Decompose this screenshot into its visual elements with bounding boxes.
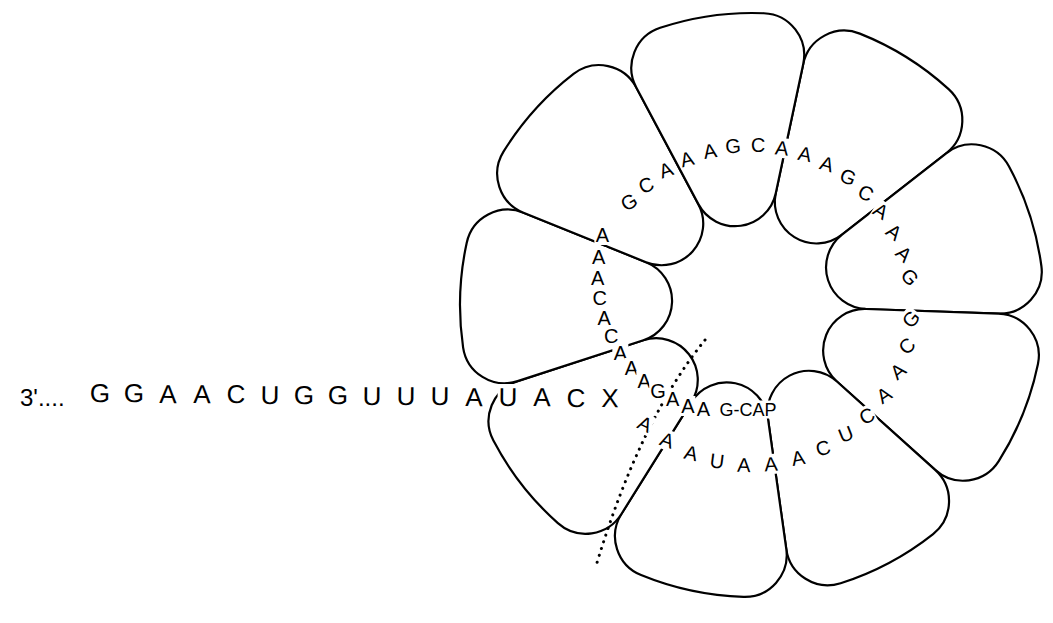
sequence-label: GCAAAGCAAAGCAAAG: [609, 125, 929, 297]
nucleotide-letter: C: [591, 288, 607, 308]
nucleotide-letter: C: [894, 333, 920, 359]
nucleotide-letter: A: [158, 381, 178, 407]
nucleotide-letter: U: [395, 383, 416, 409]
nucleotide-letter: G: [898, 306, 925, 332]
protein-subunit: [615, 382, 787, 597]
nucleotide-letter: C: [855, 404, 879, 429]
nucleotide-letter: A: [681, 441, 701, 464]
nucleotide-letter: A: [665, 389, 680, 409]
nucleotide-letter: C: [565, 385, 586, 411]
nucleotide-letter: A: [192, 381, 212, 407]
nucleotide-letter: A: [656, 428, 677, 452]
nucleotide-letter: U: [259, 382, 280, 408]
nucleotide-letter: C: [749, 135, 766, 155]
nucleotide-letter: A: [700, 140, 718, 162]
nucleotide-letter: G: [89, 380, 112, 406]
nucleotide-letter: U: [361, 383, 382, 409]
nucleotide-letter: C: [635, 172, 658, 197]
protein-subunit: [826, 144, 1042, 313]
nucleotide-letter: C: [854, 180, 878, 205]
sequence-label: GGAACUGGUUUAUACX: [74, 367, 636, 424]
nucleotide-letter: A: [882, 219, 906, 244]
nucleotide-letter: A: [885, 359, 910, 384]
nucleotide-letter: A: [595, 225, 610, 245]
nucleotide-letter: X: [600, 385, 620, 411]
cap-label: G-CAP: [717, 400, 778, 421]
nucleotide-letter: A: [773, 137, 790, 159]
nucleotide-letter: A: [763, 453, 780, 474]
nucleotide-letter: A: [680, 396, 695, 416]
nucleotide-letter: G: [123, 380, 146, 406]
nucleotide-letter: A: [891, 241, 916, 266]
nucleotide-letter: G: [293, 382, 316, 408]
nucleotide-letter: A: [591, 247, 606, 267]
nucleotide-letter: U: [835, 422, 858, 447]
nucleotide-letter: U: [707, 450, 726, 472]
nucleotide-letter: A: [677, 147, 697, 170]
nucleotide-letter: G: [896, 264, 923, 290]
nucleotide-letter: A: [872, 383, 896, 408]
nucleotide-letter: A: [788, 447, 807, 469]
nucleotide-letter: U: [429, 383, 450, 409]
nucleotide-letter: G: [724, 135, 743, 156]
strand-end-label: 3'....: [18, 384, 67, 412]
nucleotide-letter: C: [812, 436, 833, 460]
nucleotide-letter: A: [870, 198, 894, 223]
nucleotide-letter: A: [655, 158, 676, 182]
nucleotide-letter: A: [590, 268, 605, 288]
label-text: G-CAP: [717, 401, 778, 419]
nucleotide-letter: A: [634, 412, 656, 437]
sequence-label: AAACACAAAGAAA: [578, 215, 724, 429]
nucleotide-letter: U: [497, 384, 518, 410]
nucleotide-letter: A: [464, 384, 484, 410]
nucleotide-letter: G: [617, 189, 642, 215]
label-text: 3'....: [18, 386, 67, 410]
protein-subunit: [767, 371, 949, 585]
protein-subunit: [631, 13, 804, 226]
protein-subunit-ring: [460, 13, 1042, 597]
nucleotide-letter: A: [532, 384, 552, 410]
dotted-boundary: [596, 340, 705, 566]
nucleotide-letter: A: [795, 143, 814, 166]
nucleotide-letter: A: [696, 399, 711, 419]
nucleotide-letter: G: [836, 164, 860, 189]
nucleotide-letter: A: [597, 308, 612, 328]
nucleotide-letter: C: [225, 381, 246, 407]
nucleotide-letter: A: [817, 152, 837, 176]
nucleotide-letter: G: [327, 382, 350, 408]
nucleotide-letter: A: [736, 455, 752, 475]
